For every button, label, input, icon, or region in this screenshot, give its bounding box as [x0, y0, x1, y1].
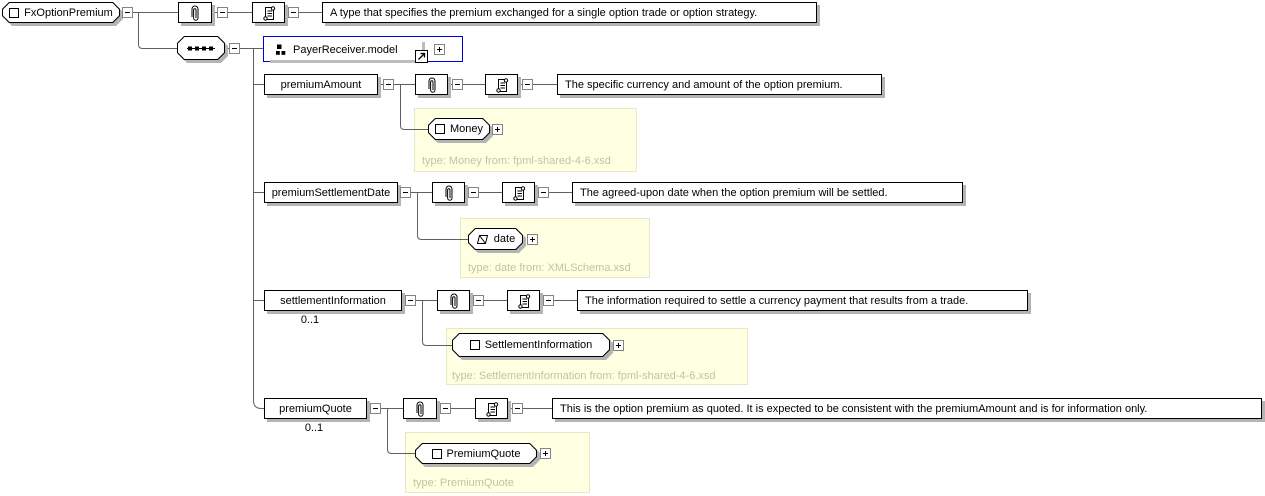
type-box-Money[interactable]: Money — [428, 118, 490, 140]
premiumQuote-annotation-icon-box[interactable] — [475, 398, 508, 419]
root-annotation-text[interactable]: A type that specifies the premium exchan… — [322, 2, 817, 23]
settlementInformation-annotation-text[interactable]: The information required to settle a cur… — [577, 290, 1028, 311]
premiumAmount-attributes-box[interactable] — [415, 74, 448, 95]
PremiumQuote-expand-toggle[interactable] — [540, 448, 551, 459]
premiumQuote-annotation-toggle[interactable] — [512, 403, 523, 414]
type-label: SettlementInformation — [484, 339, 593, 351]
annotation-text: This is the option premium as quoted. It… — [560, 402, 1148, 415]
premiumQuote-collapse-toggle[interactable] — [370, 403, 381, 414]
root-collapse-toggle[interactable] — [122, 7, 133, 18]
payer-receiver-expand-toggle[interactable] — [434, 44, 445, 55]
cardinality-label: 0..1 — [300, 314, 320, 326]
simple-type-icon — [476, 234, 489, 245]
settlementInformation-annotation-icon-box[interactable] — [507, 290, 540, 311]
root-annotation-toggle[interactable] — [288, 7, 299, 18]
annotation-text: The information required to settle a cur… — [585, 294, 969, 307]
root-element-box[interactable]: FxOptionPremium — [2, 2, 120, 23]
element-label: premiumSettlementDate — [271, 186, 391, 199]
scroll-icon — [517, 293, 530, 309]
type-label: PremiumQuote — [446, 447, 521, 460]
type-label: Money — [449, 123, 484, 135]
type-box-PremiumQuote[interactable]: PremiumQuote — [415, 443, 537, 464]
type-box-SettlementInformation[interactable]: SettlementInformation — [452, 333, 610, 357]
complex-type-icon — [432, 449, 442, 459]
premiumSettlementDate-annotation-text[interactable]: The agreed-upon date when the option pre… — [572, 182, 963, 203]
root-annotation-icon-box[interactable] — [252, 2, 285, 23]
scroll-icon — [512, 185, 525, 201]
type-label: date — [493, 233, 516, 245]
cardinality-label: 0..1 — [304, 422, 324, 434]
goto-definition-icon[interactable] — [415, 50, 428, 63]
complex-type-icon — [435, 124, 445, 134]
sequence-compositor[interactable] — [177, 36, 225, 60]
root-attributes-toggle[interactable] — [217, 7, 228, 18]
SettlementInformation-expand-toggle[interactable] — [613, 340, 624, 351]
annotation-text: The agreed-upon date when the option pre… — [580, 186, 888, 199]
type-note: type: SettlementInformation from: fpml-s… — [452, 370, 716, 382]
premiumAmount-attributes-toggle[interactable] — [452, 79, 463, 90]
date-expand-toggle[interactable] — [527, 234, 538, 245]
element-label: premiumQuote — [279, 402, 352, 415]
type-box-date[interactable]: date — [468, 228, 523, 250]
annotation-text: A type that specifies the premium exchan… — [330, 6, 758, 19]
element-box-premiumAmount[interactable]: premiumAmount — [264, 74, 378, 95]
scroll-icon — [495, 77, 508, 93]
payer-receiver-model-box[interactable]: PayerReceiver.model — [263, 36, 463, 63]
element-box-settlementInformation[interactable]: settlementInformation — [264, 290, 402, 311]
settlementInformation-attributes-box[interactable] — [437, 290, 470, 311]
type-note: type: date from: XMLSchema.xsd — [468, 262, 631, 274]
paperclip-icon — [416, 401, 424, 417]
element-box-premiumSettlementDate[interactable]: premiumSettlementDate — [264, 182, 398, 203]
type-note: type: PremiumQuote — [413, 477, 514, 489]
model-group-icon — [276, 44, 286, 55]
paperclip-icon — [428, 77, 435, 93]
settlementInformation-collapse-toggle[interactable] — [405, 295, 416, 306]
premiumSettlementDate-annotation-icon-box[interactable] — [502, 182, 535, 203]
Money-expand-toggle[interactable] — [492, 124, 503, 135]
complex-type-icon — [9, 8, 19, 18]
premiumAmount-annotation-icon-box[interactable] — [485, 74, 518, 95]
premiumSettlementDate-attributes-toggle[interactable] — [468, 187, 479, 198]
root-element-label: FxOptionPremium — [24, 6, 113, 19]
premiumAmount-collapse-toggle[interactable] — [383, 79, 394, 90]
premiumAmount-annotation-text[interactable]: The specific currency and amount of the … — [557, 74, 882, 95]
premiumAmount-annotation-toggle[interactable] — [522, 79, 533, 90]
scroll-icon — [262, 5, 275, 21]
premiumSettlementDate-annotation-toggle[interactable] — [538, 187, 549, 198]
element-box-premiumQuote[interactable]: premiumQuote — [264, 398, 367, 419]
settlementInformation-attributes-toggle[interactable] — [473, 295, 484, 306]
type-note: type: Money from: fpml-shared-4-6.xsd — [422, 155, 611, 167]
premiumSettlementDate-collapse-toggle[interactable] — [400, 187, 411, 198]
scroll-icon — [485, 401, 498, 417]
element-label: settlementInformation — [280, 294, 386, 307]
complex-type-icon — [470, 340, 480, 350]
sequence-icon — [185, 44, 217, 53]
sequence-collapse-toggle[interactable] — [229, 43, 240, 54]
annotation-text: The specific currency and amount of the … — [565, 78, 843, 91]
root-attributes-box[interactable] — [178, 2, 212, 23]
paperclip-icon — [450, 293, 457, 309]
premiumQuote-annotation-text[interactable]: This is the option premium as quoted. It… — [552, 398, 1262, 419]
premiumQuote-attributes-toggle[interactable] — [440, 403, 451, 414]
element-label: premiumAmount — [280, 78, 362, 91]
paperclip-icon — [445, 185, 452, 201]
premiumSettlementDate-attributes-box[interactable] — [432, 182, 465, 203]
paperclip-icon — [191, 5, 199, 21]
premiumQuote-attributes-box[interactable] — [403, 398, 437, 419]
settlementInformation-annotation-toggle[interactable] — [543, 295, 554, 306]
payer-receiver-model-label: PayerReceiver.model — [293, 43, 398, 56]
